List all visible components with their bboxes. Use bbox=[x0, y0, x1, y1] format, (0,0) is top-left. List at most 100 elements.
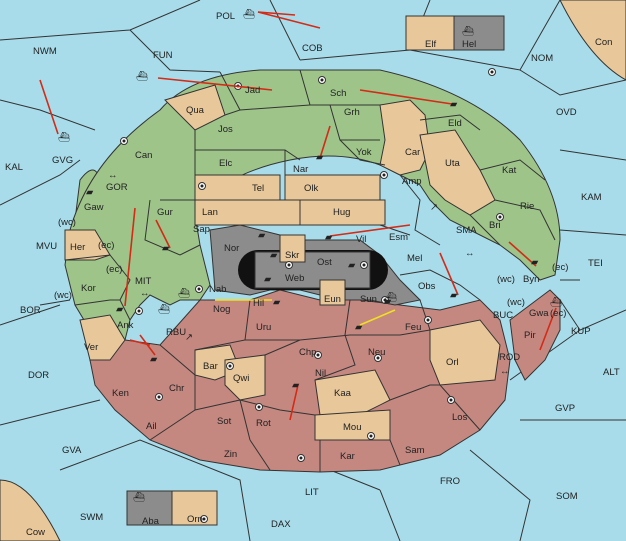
svg-text:Zin: Zin bbox=[224, 449, 237, 460]
svg-text:Jad: Jad bbox=[245, 85, 260, 96]
svg-text:(ec): (ec) bbox=[550, 308, 566, 319]
svg-text:Obs: Obs bbox=[418, 281, 436, 292]
province-pir[interactable] bbox=[509, 289, 561, 381]
label-gvp: GVP bbox=[555, 403, 575, 414]
supply-center-dot-icon bbox=[200, 515, 208, 523]
svg-text:Elf: Elf bbox=[425, 39, 436, 50]
supply-center-dot-icon bbox=[381, 296, 389, 304]
svg-text:Nor: Nor bbox=[224, 243, 239, 254]
province-tel[interactable] bbox=[194, 174, 281, 201]
tank-icon: ▰ bbox=[292, 380, 300, 391]
svg-text:Vil: Vil bbox=[356, 234, 366, 245]
label-som: SOM bbox=[556, 491, 578, 502]
svg-text:Car: Car bbox=[405, 147, 420, 158]
svg-text:Can: Can bbox=[135, 150, 152, 161]
svg-text:Nil: Nil bbox=[315, 368, 326, 379]
double-arrow-icon: ↗ bbox=[185, 332, 193, 343]
svg-text:Ail: Ail bbox=[146, 421, 157, 432]
province-hug[interactable] bbox=[299, 199, 386, 226]
label-dax: DAX bbox=[271, 519, 291, 530]
tank-icon: ▰ bbox=[270, 250, 278, 261]
svg-text:Kat: Kat bbox=[502, 165, 517, 176]
tank-icon: ▰ bbox=[355, 322, 363, 333]
svg-text:Hug: Hug bbox=[333, 207, 350, 218]
province-hel[interactable] bbox=[453, 15, 505, 51]
province-eun[interactable] bbox=[319, 279, 346, 306]
svg-text:Lan: Lan bbox=[202, 207, 218, 218]
tank-icon: ▰ bbox=[316, 152, 324, 163]
ship-icon: ⛴ bbox=[133, 491, 145, 503]
supply-center-dot-icon bbox=[226, 362, 234, 370]
svg-text:Web: Web bbox=[285, 273, 304, 284]
svg-text:Qwi: Qwi bbox=[233, 373, 249, 384]
supply-center-dot-icon bbox=[424, 316, 432, 324]
orders bbox=[39, 11, 557, 421]
tank-icon: ▰ bbox=[273, 297, 281, 308]
svg-text:Gaw: Gaw bbox=[84, 202, 104, 213]
svg-text:Mel: Mel bbox=[407, 253, 422, 264]
label-gva: GVA bbox=[62, 445, 82, 456]
ship-icon: ⛴ bbox=[178, 287, 190, 299]
province-qwi[interactable] bbox=[224, 354, 266, 401]
province-kaa[interactable] bbox=[314, 369, 391, 416]
tank-icon: ▰ bbox=[150, 354, 158, 365]
supply-center-dot-icon bbox=[285, 261, 293, 269]
province-aba[interactable] bbox=[126, 490, 173, 526]
svg-text:(ec): (ec) bbox=[106, 264, 122, 275]
tank-icon: ▰ bbox=[86, 187, 94, 198]
tank-icon: ▰ bbox=[531, 257, 539, 268]
svg-text:Nar: Nar bbox=[293, 164, 308, 175]
svg-text:Orn: Orn bbox=[187, 514, 203, 525]
province-ver[interactable] bbox=[79, 314, 126, 361]
svg-text:Ost: Ost bbox=[317, 257, 332, 268]
ship-icon: ⛴ bbox=[243, 8, 255, 20]
svg-text:Feu: Feu bbox=[405, 322, 421, 333]
province-borders bbox=[64, 69, 556, 472]
ship-icon: ⛴ bbox=[158, 303, 170, 315]
svg-text:(ec): (ec) bbox=[552, 262, 568, 273]
label-mit: MIT bbox=[135, 276, 152, 287]
svg-text:Elc: Elc bbox=[219, 158, 232, 169]
label-kam: KAM bbox=[581, 192, 602, 203]
continent-red bbox=[89, 289, 511, 473]
svg-text:Amp: Amp bbox=[402, 176, 422, 187]
label-kup: KUP bbox=[571, 326, 591, 337]
svg-text:Esm: Esm bbox=[389, 232, 408, 243]
label-pol: POL bbox=[216, 11, 235, 22]
province-olk[interactable] bbox=[284, 174, 381, 201]
ship-icon: ⛴ bbox=[136, 70, 148, 82]
supply-center-dot-icon bbox=[374, 354, 382, 362]
tank-icon: ▰ bbox=[348, 260, 356, 271]
label-rod: ROD bbox=[499, 352, 520, 363]
svg-text:Los: Los bbox=[452, 412, 468, 423]
label-buc: BUC bbox=[493, 310, 513, 321]
label-mvu: MVU bbox=[36, 241, 57, 252]
ship-icon: ⛴ bbox=[550, 296, 562, 308]
double-arrow-icon: ↔ bbox=[108, 170, 118, 181]
province-skr[interactable] bbox=[279, 234, 306, 263]
supply-center-dot-icon bbox=[195, 285, 203, 293]
svg-text:Her: Her bbox=[70, 242, 85, 253]
province-elf[interactable] bbox=[405, 15, 455, 51]
ship-icon: ⛴ bbox=[462, 25, 474, 37]
label-gor: GOR bbox=[106, 182, 128, 193]
svg-text:Kaa: Kaa bbox=[334, 388, 352, 399]
svg-text:Bri: Bri bbox=[489, 220, 501, 231]
tank-icon: ▰ bbox=[325, 232, 333, 243]
province-orl[interactable] bbox=[429, 319, 501, 386]
province-orn[interactable] bbox=[171, 490, 218, 526]
svg-text:Hel: Hel bbox=[462, 39, 476, 50]
svg-text:Gur: Gur bbox=[157, 207, 173, 218]
double-arrow-icon: ↗ bbox=[430, 202, 438, 213]
province-her[interactable] bbox=[64, 229, 111, 261]
svg-text:Eld: Eld bbox=[448, 118, 462, 129]
supply-center-dot-icon bbox=[297, 454, 305, 462]
svg-text:(wc): (wc) bbox=[58, 217, 76, 228]
supply-center-dot-icon bbox=[155, 393, 163, 401]
label-sma: SMA bbox=[456, 225, 477, 236]
svg-text:Nog: Nog bbox=[213, 304, 230, 315]
province-car[interactable] bbox=[379, 99, 431, 176]
label-fun: FUN bbox=[153, 50, 173, 61]
